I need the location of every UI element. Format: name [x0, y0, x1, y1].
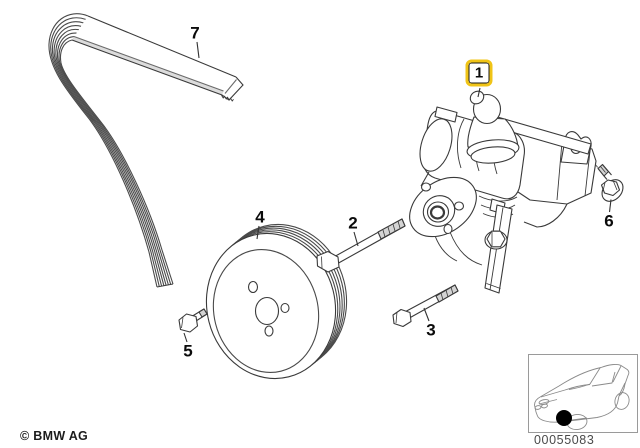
bolt-3-drawing [392, 284, 459, 328]
diagram-number: 00055083 [534, 433, 595, 447]
power-steering-pump-drawing [409, 90, 597, 294]
part-location-dot [556, 410, 572, 426]
vehicle-location-thumbnail [528, 354, 638, 433]
copyright-text: © BMW AG [20, 429, 89, 443]
callout-1-label: 1 [474, 64, 484, 82]
callout-2[interactable]: 2 [348, 213, 358, 233]
callout-3[interactable]: 3 [426, 320, 436, 340]
bolt-5-drawing [178, 308, 208, 333]
leader-lines [183, 41, 612, 343]
bolt-2-drawing [316, 218, 406, 273]
drive-belt-drawing [48, 13, 244, 288]
callout-6[interactable]: 6 [604, 211, 614, 231]
vehicle-outline-drawing [534, 364, 630, 431]
callout-5[interactable]: 5 [183, 341, 193, 361]
callout-4[interactable]: 4 [255, 207, 265, 227]
callout-1-highlighted-box[interactable]: 1 [465, 59, 493, 87]
pulley-drawing [205, 223, 348, 380]
callout-7[interactable]: 7 [190, 23, 200, 43]
